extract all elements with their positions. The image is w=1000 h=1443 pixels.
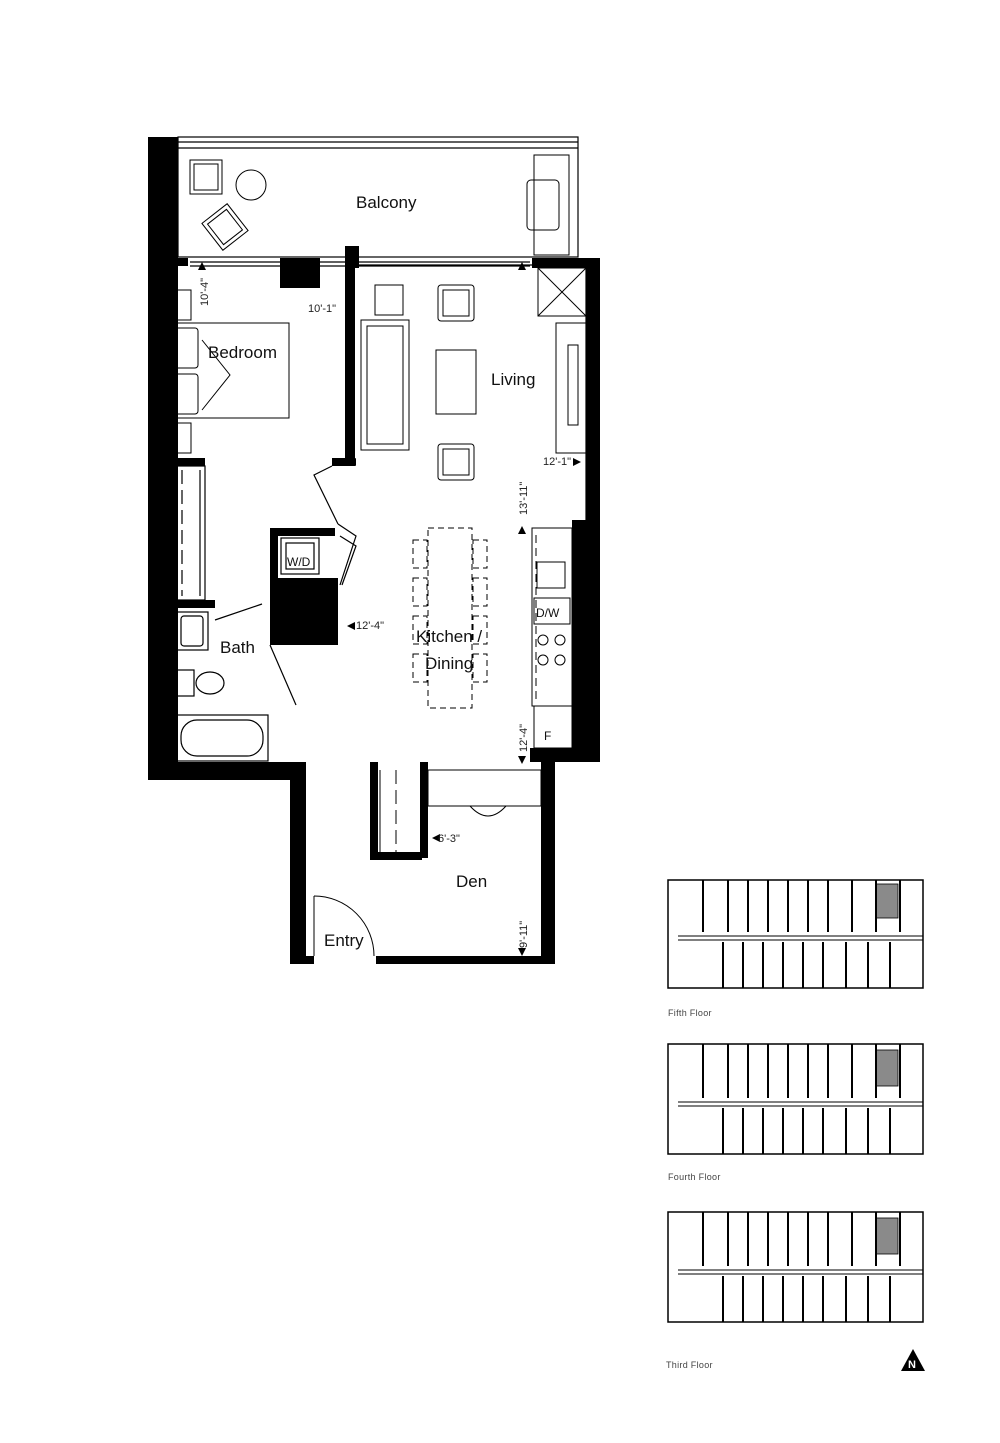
walls <box>148 137 600 964</box>
north-arrow-icon: N <box>901 1349 925 1371</box>
bedroom-depth-dim: 10'-1" <box>308 303 336 315</box>
kitchen-depth-dim: 12'-4" <box>518 724 530 752</box>
kitchen-label: Kitchen / <box>416 627 482 646</box>
dishwasher-label: D/W <box>536 606 560 620</box>
den-label: Den <box>456 872 487 891</box>
living-depth-dim: 13'-11" <box>518 482 530 515</box>
living-width-dim: 12'-1" <box>543 456 571 468</box>
bedroom-label: Bedroom <box>208 343 277 362</box>
dimension-marks <box>198 262 581 956</box>
north-letter: N <box>908 1359 916 1371</box>
kitchen-width-dim: 12'-4" <box>356 620 384 632</box>
living-label: Living <box>491 370 535 389</box>
furniture <box>164 154 587 957</box>
fridge-label: F <box>544 729 551 743</box>
key-plan-fourth <box>667 1043 924 1155</box>
bath-label: Bath <box>220 638 255 657</box>
balcony-label: Balcony <box>356 193 417 212</box>
key-plan-fifth <box>667 879 924 989</box>
bedroom-width-dim: 10'-4" <box>199 278 211 306</box>
den-depth-dim: 9'-11" <box>518 921 530 948</box>
key-plan-label-fourth: Fourth Floor <box>668 1172 721 1182</box>
entry-label: Entry <box>324 931 364 950</box>
dining-label: Dining <box>425 654 473 673</box>
key-plan-third <box>667 1211 924 1323</box>
key-plan-label-fifth: Fifth Floor <box>668 1008 712 1018</box>
key-plan-label-third: Third Floor <box>666 1360 713 1370</box>
washer-dryer-label: W/D <box>287 555 311 569</box>
balcony-area <box>177 136 579 267</box>
den-width-dim: 6'-3" <box>438 833 460 845</box>
